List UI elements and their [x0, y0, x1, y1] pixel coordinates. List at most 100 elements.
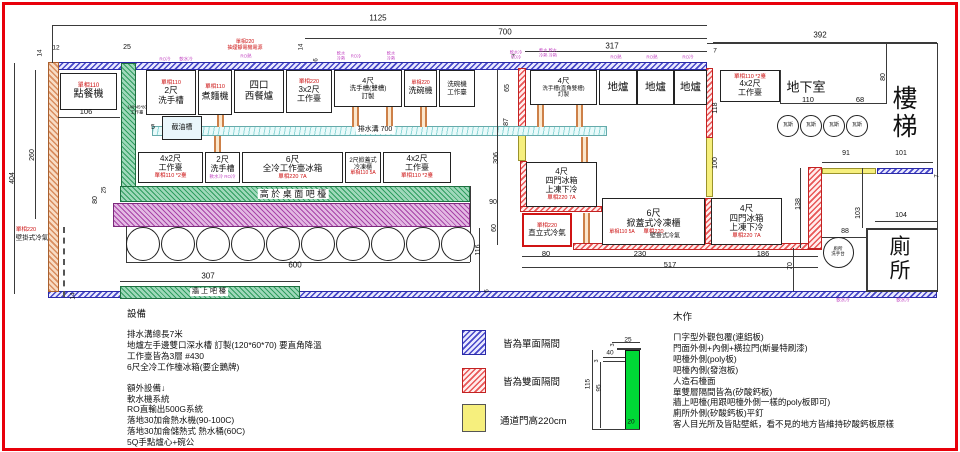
- note-line: 落地30加侖熱水機(90-100C): [127, 415, 235, 426]
- note-line: 廁所外側(矽酸鈣板)平釘: [673, 408, 764, 419]
- dimension-label: 7: [511, 53, 515, 61]
- equipment-label: 洗碗機: [408, 85, 433, 95]
- dimension-label: 110: [802, 94, 814, 104]
- dimension-label: 1125: [369, 13, 387, 23]
- dimension-label: 140*45*80 工作臺: [127, 104, 147, 114]
- power-label: 單相110 5A: [609, 229, 635, 236]
- utility-label: 軟水冷 RO冷: [209, 173, 236, 179]
- faucet-stub: [420, 105, 427, 127]
- dimension-label: 70: [787, 262, 795, 270]
- equipment-label: 4尺: [739, 203, 754, 214]
- legend-label-door: 通道門高220cm: [500, 416, 567, 427]
- double-side-partition-swatch: [462, 368, 486, 393]
- counter-hatch-strip: [113, 203, 470, 227]
- dimension-label: 80: [880, 73, 888, 81]
- passage-door-strip: [822, 168, 876, 174]
- equipment-label: 洗手槽(直角雙槽): [542, 85, 585, 92]
- note-line: ㄇ字型外觀包覆(連鋁板): [673, 332, 764, 342]
- utility-label: RO熱: [240, 53, 252, 59]
- plan-line: [600, 362, 601, 428]
- equipment-box: 2尺掀蓋式冷凍櫃單相110 5A: [345, 152, 381, 183]
- plan-line: [14, 63, 15, 294]
- stool-circle: [371, 227, 405, 261]
- stool-circle: [161, 227, 195, 261]
- equipment-label: 洗手槽: [210, 163, 235, 173]
- gas-burner-circle: 瓦斯: [777, 115, 799, 137]
- plan-line: [780, 70, 781, 103]
- plan-line: [52, 25, 707, 26]
- dimension-label: 317: [605, 41, 619, 51]
- equipment-label: 西餐爐: [244, 90, 274, 102]
- power-label: 單相110 5A: [350, 170, 376, 177]
- legend-label-double: 皆為雙面隔間: [503, 377, 561, 388]
- equipment-label: 3x2尺: [298, 84, 320, 94]
- note-line: 牆上吧檯(用跟吧檯外側一樣的poly板即可): [673, 397, 831, 408]
- dimension-label: 700: [498, 27, 512, 37]
- utility-label: 軟水冷 RO冷: [509, 49, 523, 59]
- plan-line: [479, 228, 480, 292]
- dimension-label: 600: [288, 260, 302, 270]
- equipment-box: 4尺四門冰箱上凍下冷單相220 7A: [526, 162, 597, 207]
- equipment-label: 訂製: [557, 91, 569, 98]
- notes-woodwork-lines: ㄇ字型外觀包覆(連鋁板)門面外側+內側+橫拉門(斯曼特刷漆)吧檯外側(poly板…: [673, 332, 953, 430]
- stool-circle: [126, 227, 160, 261]
- equipment-box: 6尺掀蓋式冷凍櫃單相220: [602, 198, 705, 245]
- plan-line: [603, 357, 625, 358]
- stool-circle: [406, 227, 440, 261]
- dimension-label: 5: [151, 124, 155, 132]
- plan-line: [305, 38, 707, 39]
- equipment-label: 點餐機: [73, 89, 104, 101]
- plan-line: [866, 228, 868, 292]
- equipment-label: 4x2尺: [406, 154, 428, 164]
- single-side-partition-strip: [48, 291, 937, 298]
- equipment-label: 4尺: [555, 166, 568, 176]
- room-label: 樓 梯: [892, 85, 918, 141]
- plan-line: [592, 350, 593, 430]
- stool-circle: [301, 227, 335, 261]
- utility-label: 軟水冷: [179, 56, 193, 62]
- equipment-label: 4x2尺: [160, 154, 181, 164]
- room-label: 高 於 桌 面 吧 檯: [257, 188, 329, 200]
- equipment-label: 四口: [249, 79, 269, 91]
- power-label: 抽煙靜電機電源: [227, 45, 263, 52]
- plan-line: [497, 70, 498, 245]
- plan-line: [780, 103, 887, 104]
- note-line: 5Q手點爐心+碗公: [127, 437, 195, 448]
- plan-line: [793, 248, 794, 291]
- single-side-partition-strip: [55, 62, 707, 70]
- equipment-label: 地爐: [645, 80, 666, 93]
- power-label: 單相220: [15, 226, 37, 233]
- notes-woodwork-title: 木作: [673, 312, 693, 323]
- gas-burner-circle: 瓦斯: [823, 115, 845, 137]
- equipment-box: 地爐: [599, 70, 637, 105]
- dimension-label: 3: [593, 359, 600, 363]
- note-line: 落地30加侖儲熱式 熱水桶(60C): [127, 426, 246, 437]
- plan-line: [886, 43, 887, 103]
- equipment-label: 訂製: [361, 92, 375, 100]
- room-label: 壁掛式冷氣: [15, 234, 49, 242]
- equipment-label: 4x2尺: [739, 79, 761, 89]
- plan-line: [525, 51, 707, 52]
- dimension-label: 6: [484, 289, 491, 293]
- equipment-label: 洗碗機: [447, 81, 467, 89]
- equipment-label: 冷凍櫃: [353, 164, 372, 171]
- note-line: 地爐左手邊雙口深水槽 訂製(120*60*70) 要直角降溫: [127, 339, 322, 350]
- plan-line: [866, 290, 937, 292]
- room-label: 壁掛式冷氣: [649, 233, 681, 240]
- dimension-label: 104: [895, 212, 907, 220]
- plan-line: [52, 25, 53, 63]
- notes-equipment: 設備 排水溝總長7米地爐左手邊雙口深水槽 訂製(120*60*70) 要直角降溫…: [127, 306, 462, 448]
- equipment-label: 煮麵機: [201, 90, 229, 101]
- dimension-label: 88: [841, 228, 849, 236]
- equipment-label: 2尺: [216, 155, 229, 165]
- dimension-label: 115: [584, 378, 592, 390]
- faucet-stub: [217, 113, 224, 127]
- notes-equipment-lines: 排水溝總長7米地爐左手邊雙口深水槽 訂製(120*60*70) 要直角降溫工作臺…: [127, 329, 462, 448]
- plan-line: [470, 186, 471, 262]
- equipment-label: 掀蓋式冷凍櫃: [626, 218, 681, 229]
- dimension-label: 7: [934, 174, 941, 178]
- equipment-label: 6尺: [646, 208, 661, 219]
